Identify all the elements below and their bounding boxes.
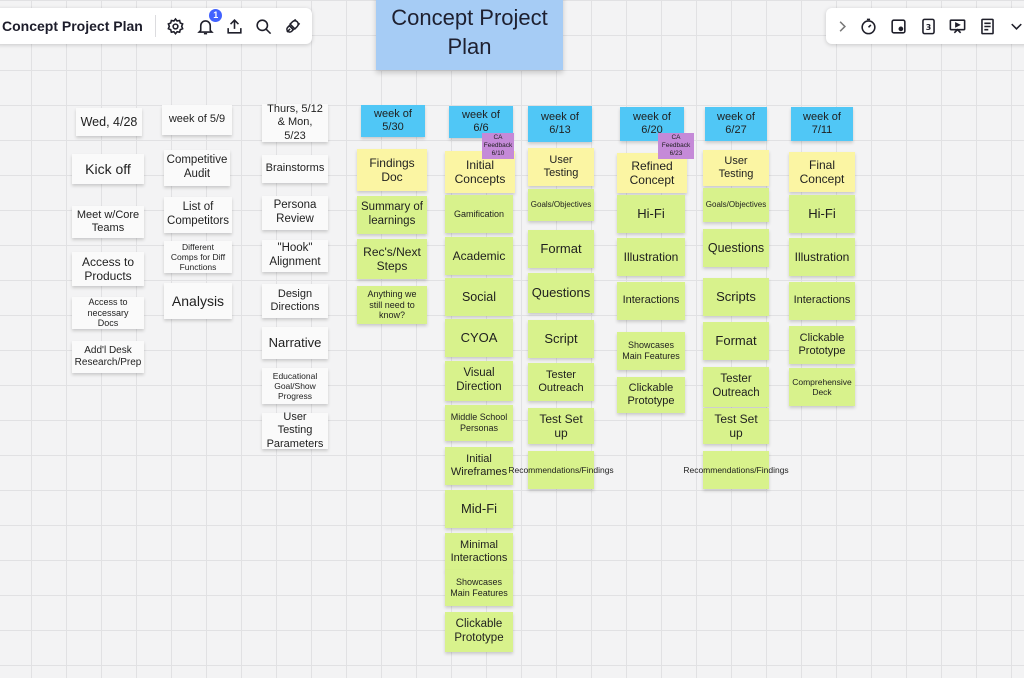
- sticky-note[interactable]: Goals/Objectives: [528, 189, 594, 221]
- sticky-note[interactable]: Rec's/Next Steps: [357, 239, 427, 279]
- sticky-note[interactable]: Summary of learnings: [357, 196, 427, 234]
- sticky-note[interactable]: Persona Review: [262, 196, 328, 230]
- board-title-note[interactable]: Concept Project Plan: [376, 0, 563, 70]
- sticky-note[interactable]: Illustration: [617, 238, 685, 276]
- sticky-note[interactable]: Refined Concept: [617, 153, 687, 193]
- sticky-note[interactable]: Clickable Prototype: [789, 326, 855, 364]
- sticky-note[interactable]: Narrative: [262, 327, 328, 359]
- upload-icon[interactable]: [224, 15, 244, 37]
- sticky-note[interactable]: Design Directions: [262, 284, 328, 318]
- sticky-note[interactable]: Initial Wireframes: [445, 447, 513, 485]
- sticky-note[interactable]: Questions: [528, 273, 594, 313]
- chevron-right-icon[interactable]: [832, 15, 853, 37]
- sticky-note[interactable]: Recommendations/Findings: [508, 451, 614, 489]
- sticky-note[interactable]: Middle School Personas: [445, 405, 513, 441]
- presentation-icon[interactable]: [947, 15, 968, 37]
- sticky-note[interactable]: Clickable Prototype: [617, 377, 685, 413]
- week-header-note[interactable]: week of 6/13: [528, 106, 592, 142]
- card-count: 3: [925, 23, 931, 32]
- sticky-note[interactable]: Kick off: [72, 154, 144, 184]
- sticky-note[interactable]: week of 5/9: [162, 105, 232, 135]
- sticky-note[interactable]: Visual Direction: [445, 361, 513, 401]
- sticky-note[interactable]: User Testing: [703, 150, 769, 186]
- sticky-note[interactable]: User Testing Parameters: [262, 411, 328, 450]
- search-icon[interactable]: [253, 15, 273, 37]
- sticky-note[interactable]: Hi-Fi: [617, 195, 685, 233]
- plug-icon[interactable]: [283, 15, 303, 37]
- sticky-note[interactable]: Interactions: [617, 282, 685, 320]
- week-header-note[interactable]: week of 6/27: [705, 107, 767, 141]
- sticky-note[interactable]: Minimal Interactions: [445, 533, 513, 571]
- sticky-note[interactable]: User Testing: [528, 148, 594, 186]
- sticky-note[interactable]: Hi-Fi: [789, 195, 855, 233]
- board-toolbar: Concept Project Plan 1: [0, 8, 312, 44]
- sticky-note[interactable]: Recommendations/Findings: [683, 451, 789, 489]
- sticky-note[interactable]: Access to necessary Docs: [72, 297, 144, 329]
- week-header-note[interactable]: week of 5/30: [361, 105, 425, 137]
- bell-icon[interactable]: 1: [195, 9, 223, 37]
- sticky-note[interactable]: Clickable Prototype: [445, 612, 513, 652]
- feedback-tag[interactable]: CA Feedback 6/23: [658, 133, 694, 159]
- sticky-note[interactable]: Different Comps for Diff Functions: [164, 241, 232, 273]
- sticky-note[interactable]: Educational Goal/Show Progress: [262, 368, 328, 404]
- sticky-note[interactable]: "Hook" Alignment: [262, 240, 328, 272]
- sticky-note[interactable]: Showcases Main Features: [445, 570, 513, 606]
- sticky-note[interactable]: Gamification: [445, 195, 513, 233]
- sticky-note[interactable]: Scripts: [703, 278, 769, 316]
- sticky-note[interactable]: Competitive Audit: [164, 150, 230, 186]
- sticky-note[interactable]: Script: [528, 320, 594, 358]
- sticky-note[interactable]: CYOA: [445, 319, 513, 357]
- sticky-note[interactable]: Format: [703, 322, 769, 360]
- sticky-note[interactable]: Academic: [445, 237, 513, 275]
- toolbar-divider: [154, 15, 156, 37]
- timer-icon[interactable]: [859, 15, 880, 37]
- week-header-note[interactable]: week of 6/6: [449, 106, 513, 138]
- notes-icon[interactable]: [977, 15, 998, 37]
- sticky-note[interactable]: Initial Concepts: [445, 151, 515, 193]
- sticky-note[interactable]: Meet w/Core Teams: [72, 206, 144, 238]
- tools-toolbar: 3: [826, 8, 1024, 44]
- sticky-note[interactable]: Add'l Desk Research/Prep: [72, 341, 144, 373]
- week-header-note[interactable]: week of 7/11: [791, 107, 853, 141]
- sticky-note[interactable]: Format: [528, 230, 594, 268]
- sticky-note[interactable]: Questions: [703, 229, 769, 267]
- more-icon[interactable]: [1006, 15, 1024, 37]
- sticky-note[interactable]: Brainstorms: [262, 155, 328, 183]
- sticky-note[interactable]: Access to Products: [72, 252, 144, 286]
- notification-badge: 1: [209, 9, 223, 22]
- sticky-note[interactable]: Analysis: [164, 283, 232, 319]
- sticky-note[interactable]: Tester Outreach: [703, 367, 769, 407]
- sticky-note[interactable]: Final Concept: [789, 152, 855, 192]
- sticky-note[interactable]: Test Set up: [703, 408, 769, 444]
- sticky-add-icon[interactable]: [888, 15, 909, 37]
- sticky-note[interactable]: Findings Doc: [357, 149, 427, 191]
- sticky-note[interactable]: Goals/Objectives: [703, 188, 769, 222]
- sticky-note[interactable]: Thurs, 5/12 & Mon, 5/23: [262, 103, 328, 142]
- sticky-note[interactable]: Comprehensive Deck: [789, 368, 855, 406]
- gear-icon[interactable]: [166, 15, 186, 37]
- sticky-note[interactable]: Social: [445, 278, 513, 316]
- sticky-note[interactable]: List of Competitors: [164, 197, 232, 233]
- card-count-icon[interactable]: 3: [918, 15, 939, 37]
- feedback-tag[interactable]: CA Feedback 6/10: [482, 133, 514, 159]
- sticky-note[interactable]: Interactions: [789, 282, 855, 320]
- sticky-note[interactable]: Wed, 4/28: [76, 108, 142, 136]
- sticky-note[interactable]: Tester Outreach: [528, 363, 594, 401]
- sticky-note[interactable]: Anything we still need to know?: [357, 286, 427, 324]
- sticky-note[interactable]: Illustration: [789, 238, 855, 276]
- sticky-note[interactable]: Mid-Fi: [445, 490, 513, 528]
- board-title[interactable]: Concept Project Plan: [2, 18, 143, 34]
- sticky-note[interactable]: Test Set up: [528, 408, 594, 444]
- sticky-note[interactable]: Showcases Main Features: [617, 332, 685, 370]
